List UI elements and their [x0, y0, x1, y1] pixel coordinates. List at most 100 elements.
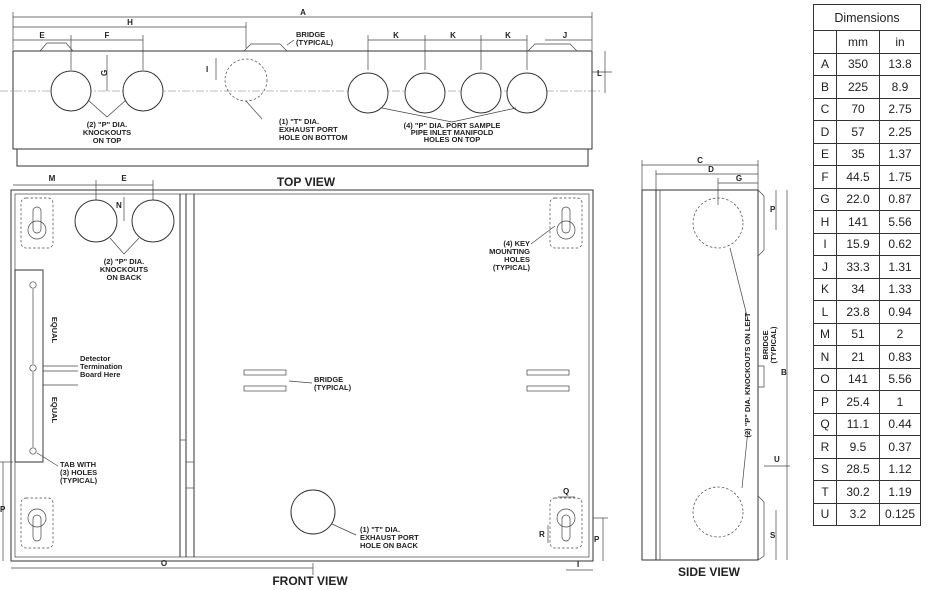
termination-tab: [14, 269, 44, 463]
dim-k2-label: K: [450, 31, 456, 40]
dim-n-label: N: [116, 201, 122, 210]
dim-cell-k: A: [813, 52, 837, 76]
dim-cell-mm: 22.0: [836, 187, 880, 211]
dim-cell-k: G: [813, 187, 837, 211]
dim-cell-in: 8.9: [879, 75, 921, 99]
top-knockout-2: [122, 70, 164, 112]
dim-cell-k: O: [813, 367, 837, 391]
dim-cell-in: 0.83: [879, 345, 921, 369]
front-bridge-2a: [526, 369, 570, 376]
dim-s-label: S: [770, 531, 776, 540]
dim-o-label: O: [161, 559, 167, 568]
dim-i-label-front: I: [577, 560, 579, 569]
back-knockout-2: [131, 199, 175, 243]
bridge-typical-label: (TYPICAL): [296, 38, 334, 47]
dim-h-label: H: [127, 18, 133, 27]
back-exhaust-port: [290, 489, 336, 535]
dim-e-label-top: E: [39, 31, 45, 40]
key-note-1: (4) KEY: [503, 239, 530, 248]
dim-k3-label: K: [505, 31, 511, 40]
dim-cell-k: B: [813, 75, 837, 99]
dim-cell-mm: 34: [836, 277, 880, 301]
dim-cell-in: 13.8: [879, 52, 921, 76]
back-knockouts-note-2: KNOCKOUTS: [100, 265, 148, 274]
dim-cell-mm: 141: [836, 367, 880, 391]
side-knockout-bottom: [692, 486, 744, 538]
dim-cell-in: 1: [879, 390, 921, 414]
dim-c-label: C: [697, 156, 703, 165]
top-exhaust-port: [224, 58, 268, 102]
manifold-hole-3: [460, 72, 502, 114]
dim-r-label: R: [539, 530, 545, 539]
manifold-hole-1: [347, 72, 389, 114]
dim-cell-in: 1.12: [879, 457, 921, 481]
front-view-body: [10, 189, 594, 562]
dim-m-label: M: [49, 174, 56, 183]
bridge-top-3: [527, 43, 578, 52]
top-exhaust-note-3: HOLE ON BOTTOM: [279, 133, 348, 142]
dim-cell-mm: 28.5: [836, 457, 880, 481]
technical-drawing: A H E F K K K J BRIDGE (TYPICAL): [0, 8, 790, 588]
dim-cell-mm: 141: [836, 210, 880, 234]
top-knockouts-note-1: (2) "P" DIA.: [87, 120, 127, 129]
dim-cell-k: I: [813, 232, 837, 256]
dim-cell-mm: 225: [836, 75, 880, 99]
dim-d-label: D: [708, 165, 714, 174]
key-hole-bottom-left: [20, 497, 54, 549]
top-view-title: TOP VIEW: [277, 175, 336, 189]
dim-cell-mm: 44.5: [836, 165, 880, 189]
dim-cell-k: U: [813, 502, 837, 526]
top-exhaust-note-1: (1) "T" DIA.: [279, 117, 319, 126]
side-view-title: SIDE VIEW: [678, 565, 741, 579]
top-knockouts-note-2: KNOCKOUTS: [83, 128, 131, 137]
front-view-title: FRONT VIEW: [272, 574, 348, 588]
dim-e-label-front: E: [121, 174, 127, 183]
dim-f-label: F: [105, 31, 110, 40]
dim-l-label: L: [597, 69, 602, 78]
dim-cell-in: 0.37: [879, 435, 921, 459]
manifold-note-2: PIPE INLET MANIFOLD: [411, 128, 494, 137]
top-view-lip: [16, 148, 589, 167]
dim-cell-mm: 350: [836, 52, 880, 76]
dim-cell-in: 1.19: [879, 480, 921, 504]
tab-note-1: TAB WITH: [60, 460, 96, 469]
dim-cell-k: H: [813, 210, 837, 234]
side-view: C D G (2) "P" DIA. KNOCKOUTS ON LEFT P B…: [641, 156, 790, 579]
dim-cell-k: M: [813, 322, 837, 346]
tab-hole-1: [29, 281, 37, 289]
key-hole-bottom-right: [549, 497, 583, 549]
bridge-top-1: [39, 42, 74, 52]
dim-cell-k: P: [813, 390, 837, 414]
dim-cell-in: 0.125: [879, 502, 921, 526]
dimensions-header-in: in: [879, 30, 921, 54]
manifold-hole-4: [506, 72, 548, 114]
detector-note-2: Termination: [80, 362, 123, 371]
dim-j-label: J: [563, 31, 567, 40]
key-note-2: MOUNTING: [489, 247, 530, 256]
dim-cell-in: 2: [879, 322, 921, 346]
dim-cell-mm: 23.8: [836, 300, 880, 324]
dim-cell-mm: 57: [836, 120, 880, 144]
dim-g-label-side: G: [736, 174, 742, 183]
dim-cell-mm: 70: [836, 97, 880, 121]
top-exhaust-note-2: EXHAUST PORT: [279, 125, 338, 134]
dim-a-label: A: [300, 8, 306, 17]
top-knockouts-note-3: ON TOP: [93, 136, 122, 145]
key-note-3: HOLES: [504, 255, 530, 264]
dim-g-label: G: [100, 70, 109, 76]
dim-cell-in: 0.62: [879, 232, 921, 256]
side-knockout-top: [692, 197, 744, 249]
dim-k1-label: K: [393, 31, 399, 40]
dim-cell-mm: 25.4: [836, 390, 880, 414]
